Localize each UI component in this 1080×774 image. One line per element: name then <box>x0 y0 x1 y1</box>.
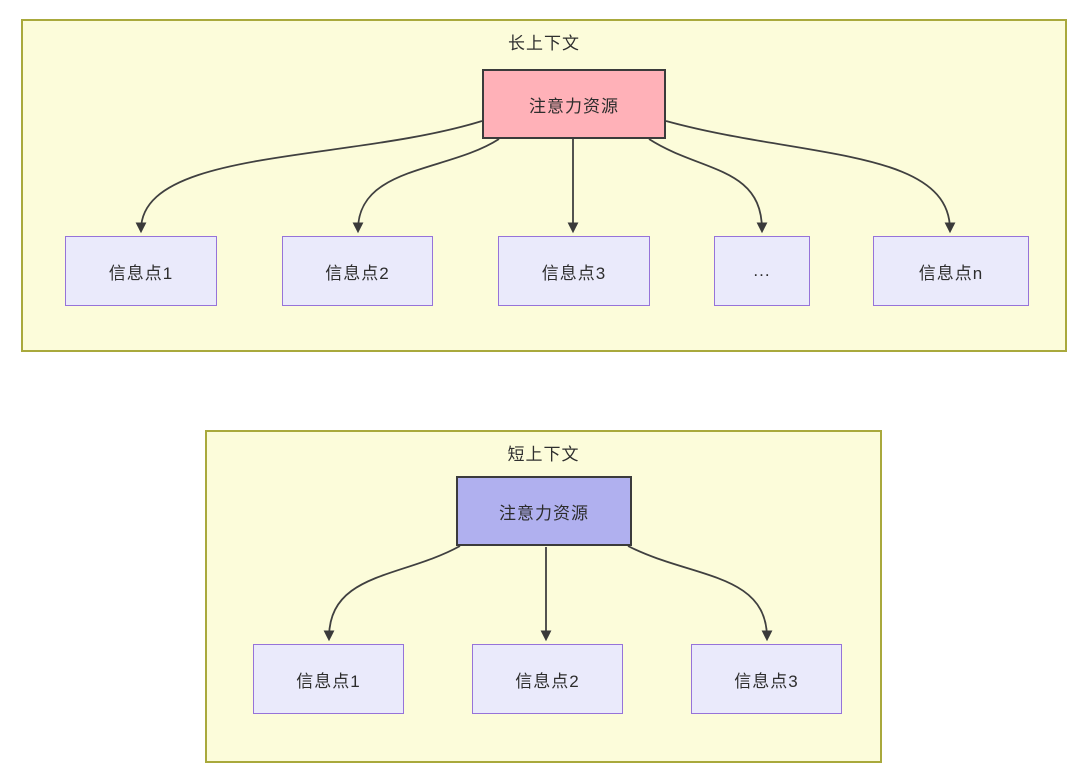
info-point-node: 信息点1 <box>253 644 404 714</box>
long-context-title: 长上下文 <box>508 34 580 53</box>
info-point-node: 信息点n <box>873 236 1029 306</box>
info-point-node: 信息点2 <box>472 644 623 714</box>
attention-resource-node-short: 注意力资源 <box>456 476 632 546</box>
info-point-ellipsis-node: ... <box>714 236 810 306</box>
info-point-node: 信息点1 <box>65 236 217 306</box>
info-point-node: 信息点2 <box>282 236 433 306</box>
info-point-node: 信息点3 <box>498 236 650 306</box>
info-point-node: 信息点3 <box>691 644 842 714</box>
attention-resource-node-long: 注意力资源 <box>482 69 666 139</box>
short-context-title: 短上下文 <box>507 445 580 464</box>
